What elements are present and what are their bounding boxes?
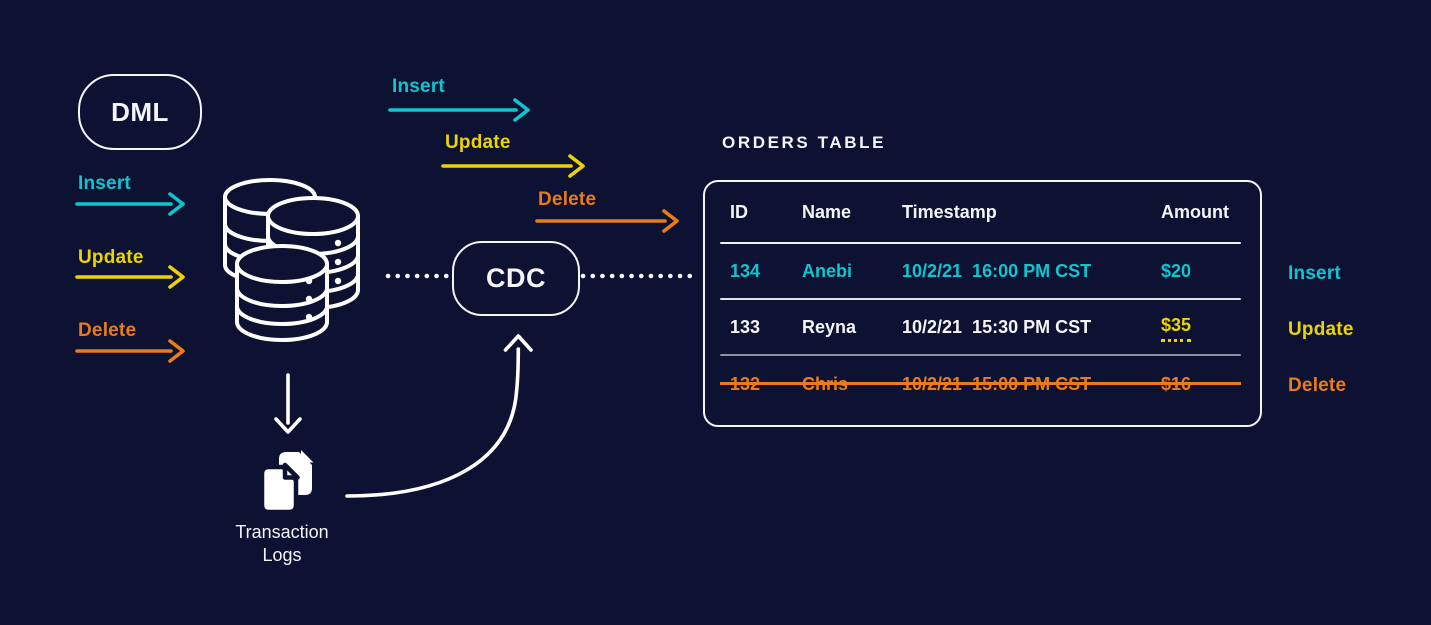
dml-box: DML (78, 74, 202, 150)
insert-arrow-left (75, 192, 185, 216)
cell-timestamp: 10/2/21 16:00 PM CST (902, 261, 1092, 281)
right-delete-label: Delete (1288, 375, 1347, 396)
cell-name: Anebi (802, 261, 853, 281)
database-icon (223, 178, 360, 342)
delete-arrow-left (75, 339, 185, 363)
mid-update-label: Update (445, 132, 511, 153)
column-header-name: Name (802, 202, 852, 222)
db-to-logs-arrow (274, 373, 302, 434)
cdc-box: CDC (452, 241, 580, 316)
transaction-logs-label: Transaction Logs (235, 522, 329, 565)
mid-insert-label: Insert (392, 76, 445, 97)
right-update-label: Update (1288, 319, 1354, 340)
update-arrow-left (75, 265, 185, 289)
column-header-timestamp: Timestamp (902, 202, 997, 222)
mid-delete-label: Delete (538, 189, 597, 210)
left-insert-label: Insert (78, 173, 131, 194)
cell-name: Reyna (802, 317, 857, 337)
column-header-amount: Amount (1161, 202, 1229, 222)
logs-to-cdc-arrow (345, 334, 533, 498)
column-header-id: ID (730, 202, 748, 222)
left-update-label: Update (78, 247, 144, 268)
update-arrow-mid (441, 154, 585, 178)
delete-arrow-mid (535, 209, 679, 233)
cdc-label: CDC (486, 263, 546, 293)
table-divider (720, 354, 1241, 356)
cell-timestamp: 10/2/21 15:30 PM CST (902, 317, 1092, 337)
table-divider (720, 298, 1241, 300)
cell-id: 134 (730, 261, 761, 281)
transaction-logs-icon (259, 450, 314, 515)
table-divider (720, 242, 1241, 244)
cell-id: 133 (730, 317, 761, 337)
orders-table-title: ORDERS TABLE (722, 133, 887, 152)
orders-table: ID Name Timestamp Amount 134 Anebi 10/2/… (703, 180, 1262, 427)
deleted-row-strikethrough (720, 382, 1241, 385)
right-insert-label: Insert (1288, 263, 1341, 284)
orders-table-header-row: ID Name Timestamp Amount (705, 182, 1260, 243)
table-row-inserted: 134 Anebi 10/2/21 16:00 PM CST $20 (705, 243, 1260, 299)
dml-label: DML (111, 96, 169, 127)
left-delete-label: Delete (78, 320, 137, 341)
cell-amount: $20 (1161, 261, 1192, 281)
cell-amount-updated: $35 (1161, 299, 1192, 355)
table-row-updated: 133 Reyna 10/2/21 15:30 PM CST $35 (705, 299, 1260, 355)
insert-arrow-mid (388, 98, 530, 122)
